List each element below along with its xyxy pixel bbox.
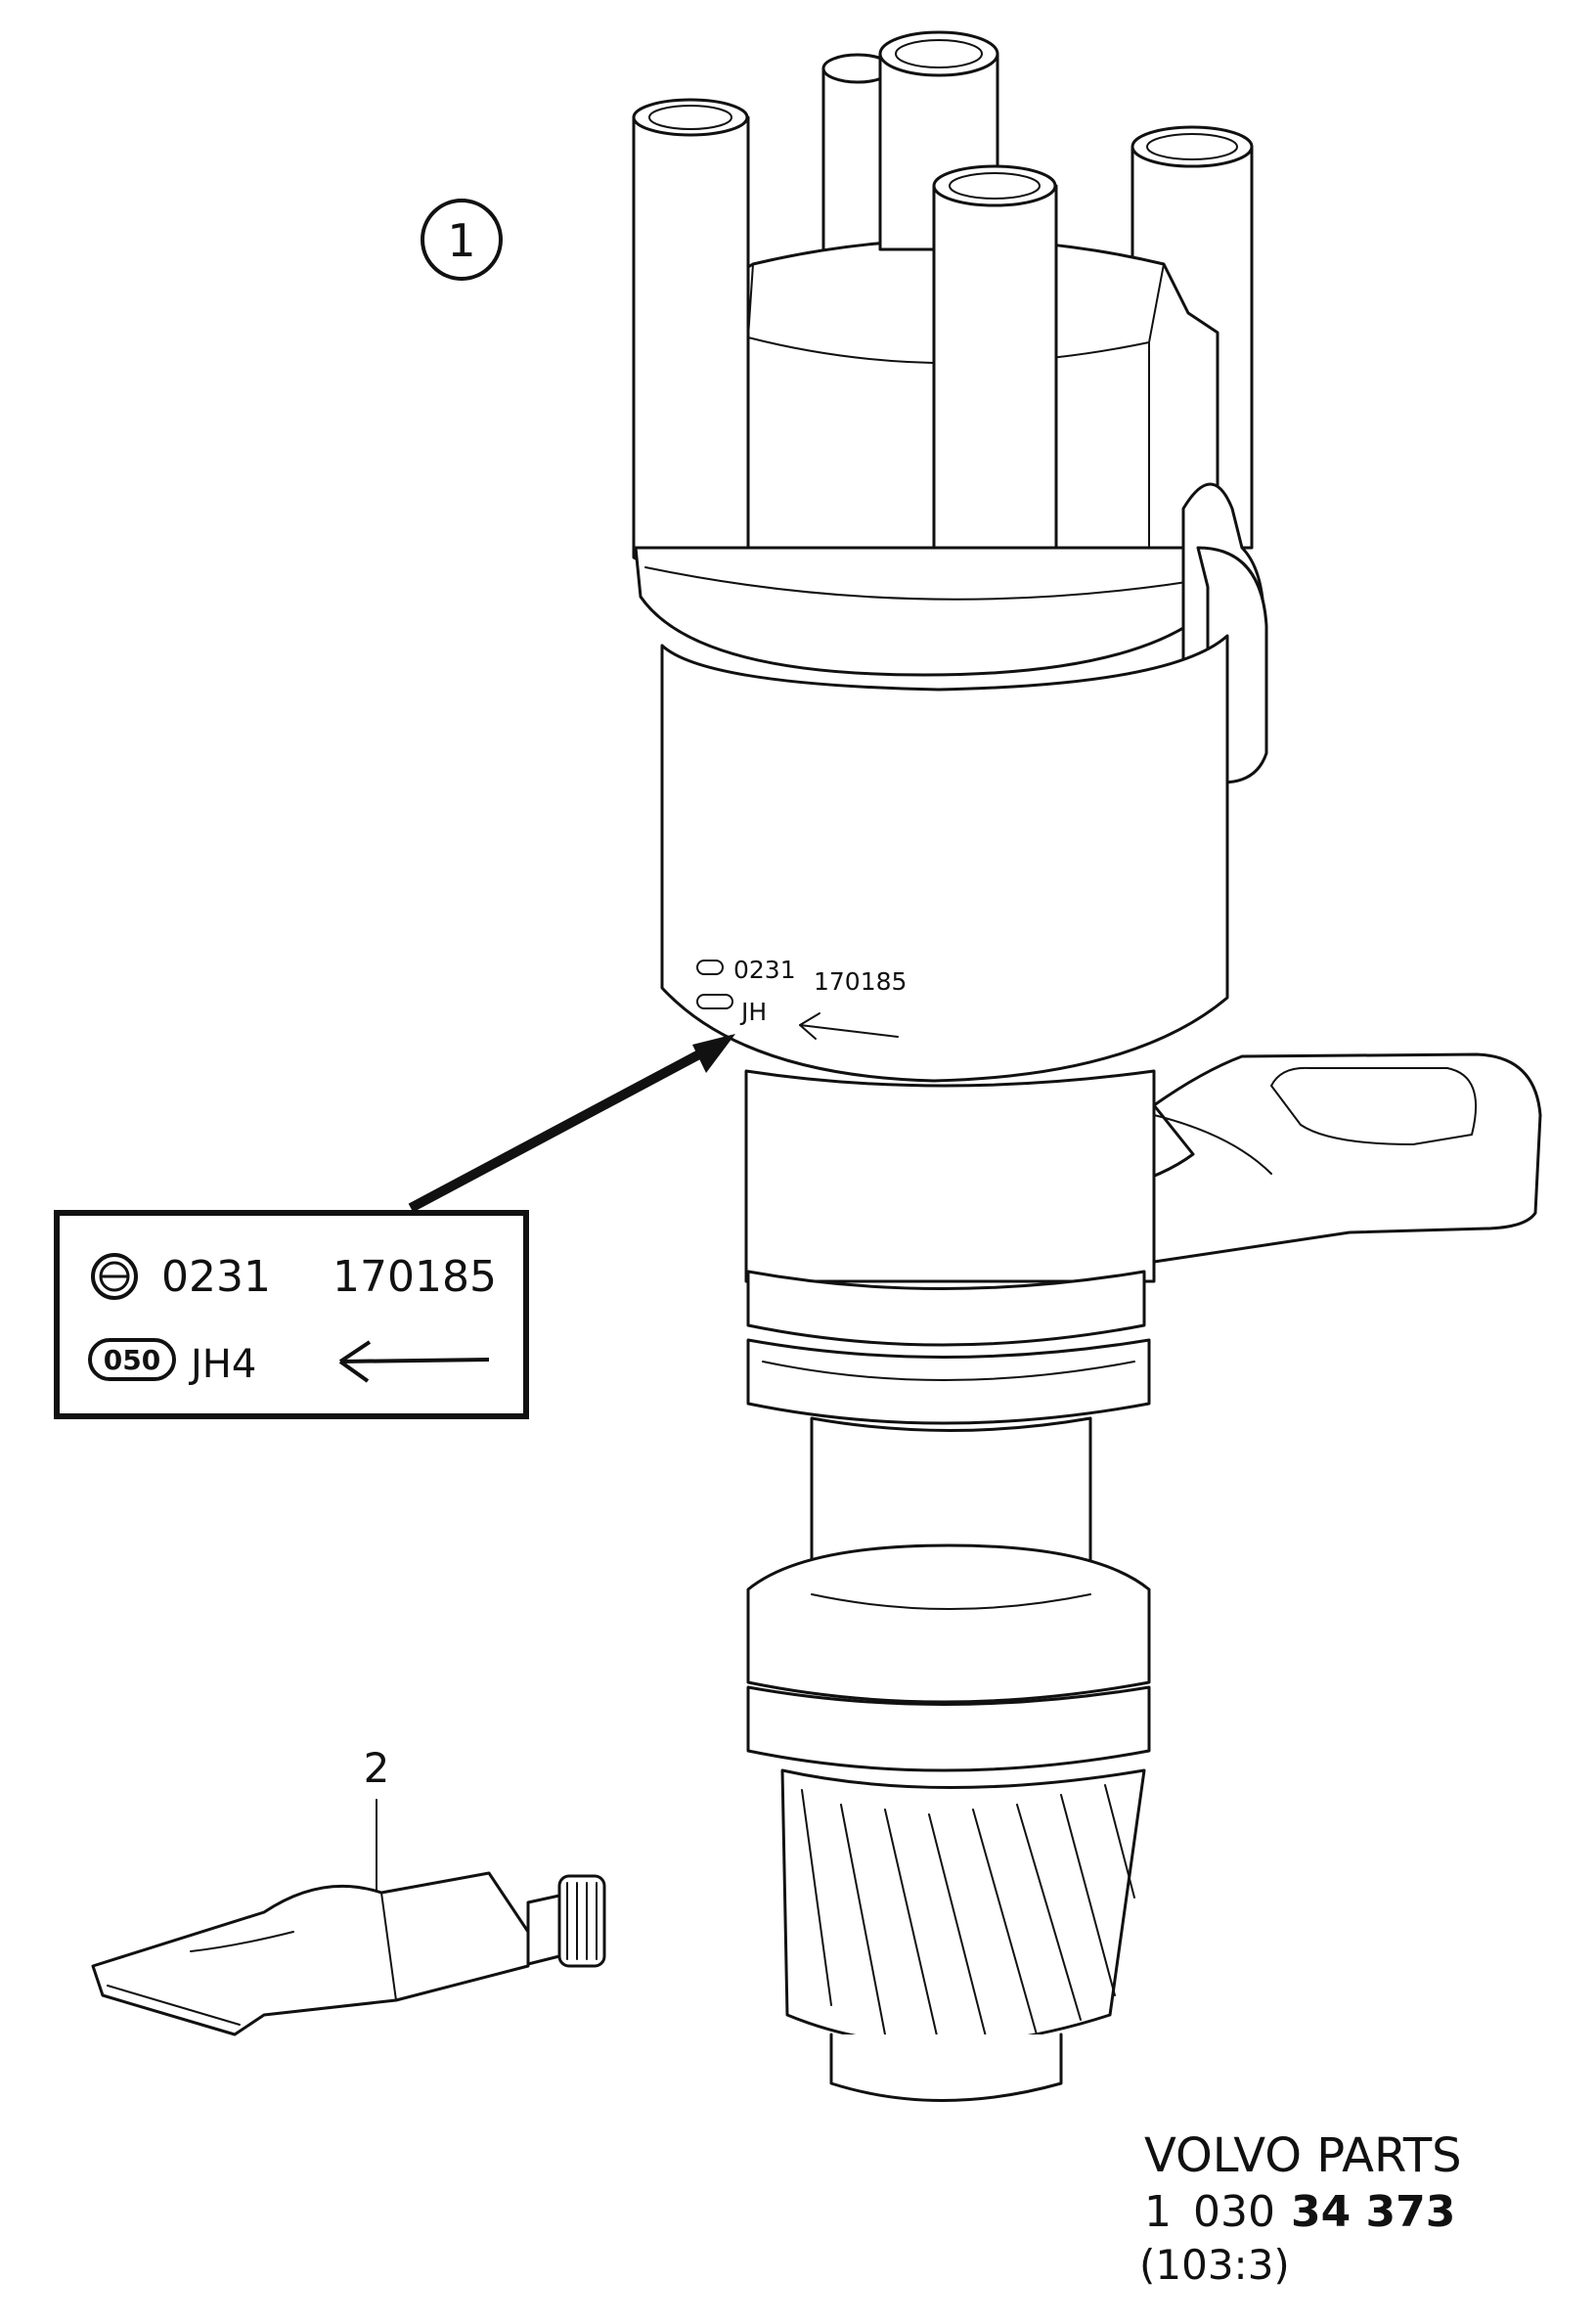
footer-number: 34 373: [1291, 2187, 1455, 2237]
o-ring-lower: [746, 1338, 1151, 1425]
bosch-logo-icon: [91, 1253, 138, 1300]
shaft-housing-upper: [744, 1069, 1272, 1283]
callout-1: 1: [421, 199, 503, 281]
housing-part-prefix: 0231: [733, 956, 796, 984]
callout-1-label: 1: [447, 214, 475, 267]
marking-label-box: 0231 170185 050 JH4: [54, 1210, 529, 1419]
distributor-housing: [660, 634, 1229, 1083]
distributor-drawing: 0231 170185 JH: [632, 30, 1542, 2102]
thrust-collar: [746, 1543, 1151, 1772]
housing-marking: 0231 170185 JH: [696, 956, 907, 1040]
label-arrow-icon: [338, 1340, 490, 1383]
grease-tube-drawing: 2: [91, 1744, 606, 2036]
leader-arrow: [408, 1034, 735, 1213]
housing-code: JH: [739, 998, 767, 1026]
footer-group: 030: [1193, 2187, 1275, 2237]
footer-brand: VOLVO PARTS: [1144, 2128, 1462, 2183]
cap-tower-front-left: [632, 98, 750, 574]
cap-flange: [634, 546, 1224, 677]
label-part-number: 170185: [332, 1252, 497, 1302]
label-badge: 050: [104, 1344, 160, 1376]
label-badge-frame: [88, 1338, 176, 1381]
parts-reference: VOLVO PARTS 1 030 34 373 (103:3): [1139, 2128, 1462, 2289]
label-part-prefix: 0231: [161, 1252, 271, 1302]
o-ring-upper: [746, 1270, 1146, 1347]
callout-2-label: 2: [364, 1744, 390, 1792]
footer-ref: (103:3): [1139, 2241, 1290, 2289]
housing-part-number: 170185: [814, 967, 907, 996]
label-code: JH4: [188, 1342, 256, 1387]
footer-section: 1: [1144, 2187, 1172, 2237]
drive-gear: [780, 1768, 1146, 2102]
